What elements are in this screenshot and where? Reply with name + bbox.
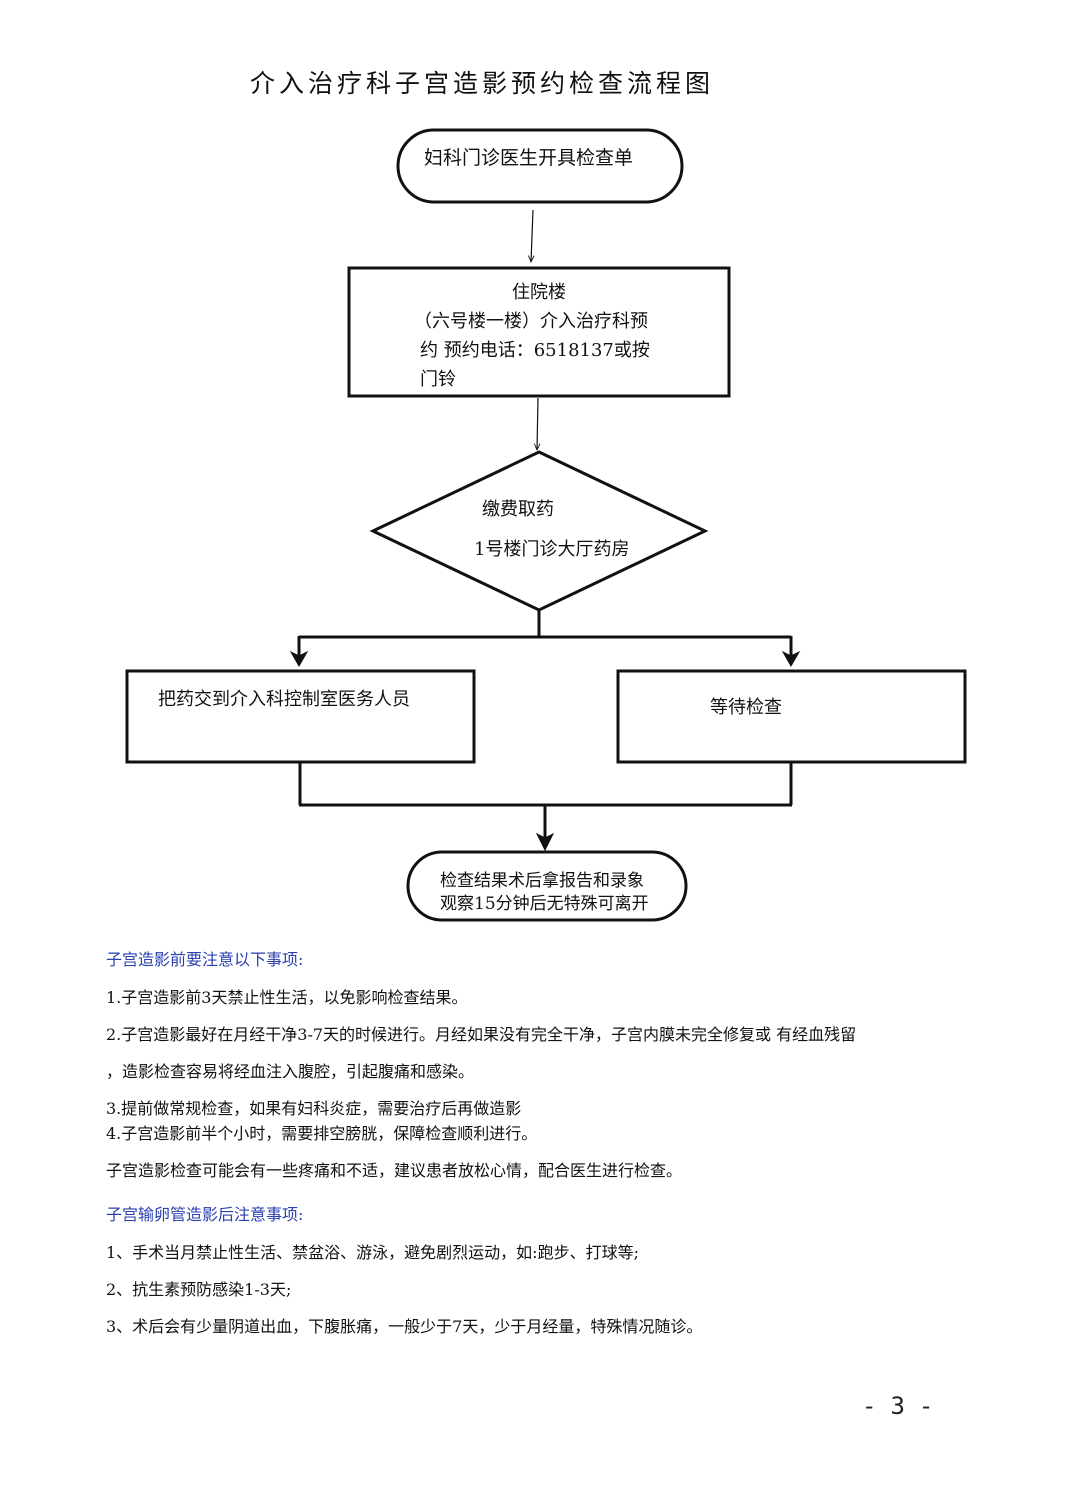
page-number: -3- — [862, 1392, 948, 1420]
arrow-step2-to-step3 — [537, 397, 538, 450]
page-title: 介入治疗科子宫造影预约检查流程图 — [250, 69, 715, 98]
before-item-1: 1.子宫造影前3天禁止性生活，以免影响检查结果。 — [106, 988, 468, 1007]
before-item-3: 3.提前做常规检查，如果有妇科炎症，需要治疗后再做造影 — [106, 1099, 522, 1118]
step2-line1: 住院楼 — [512, 282, 566, 303]
step3-line1: 缴费取药 — [482, 499, 554, 520]
before-item-4: 4.子宫造影前半个小时，需要排空膀胱，保障检查顺利进行。 — [106, 1124, 538, 1143]
step5-terminal-shape — [406, 850, 688, 922]
step2-line2: （六号楼一楼）介入治疗科预 — [414, 311, 648, 332]
arrowhead-merge — [535, 832, 555, 852]
after-item-1: 1、手术当月禁止性生活、禁盆浴、游泳，避免剧烈运动，如:跑步、打球等; — [106, 1243, 639, 1262]
step3-line2: 1号楼门诊大厅药房 — [474, 539, 630, 560]
step2-process-box — [347, 266, 731, 398]
step1-label: 妇科门诊医生开具检查单 — [424, 147, 634, 169]
arrowhead-right — [781, 650, 801, 668]
before-item-2-line1: 2.子宫造影最好在月经干净3-7天的时候进行。月经如果没有完全干净，子宫内膜未完… — [106, 1025, 857, 1044]
step4-right-box — [616, 669, 967, 764]
arrow-step1-to-step2 — [531, 209, 533, 262]
step5-line2: 观察15分钟后无特殊可离开 — [440, 894, 649, 914]
after-item-3: 3、术后会有少量阴道出血，下腹胀痛，一般少于7天，少于月经量，特殊情况随诊。 — [106, 1317, 703, 1336]
before-note: 子宫造影检查可能会有一些疼痛和不适，建议患者放松心情，配合医生进行检查。 — [106, 1161, 683, 1180]
step5-line1: 检查结果术后拿报告和录象 — [440, 871, 644, 891]
before-section-heading: 子宫造影前要注意以下事项: — [106, 950, 304, 969]
step1-terminal-shape — [396, 128, 684, 204]
step4-left-label: 把药交到介入科控制室医务人员 — [158, 689, 410, 710]
after-item-2: 2、抗生素预防感染1-3天; — [106, 1280, 292, 1299]
before-item-2-line2: ，造影检查容易将经血注入腹腔，引起腹痛和感染。 — [106, 1062, 475, 1081]
step3-decision-diamond — [369, 450, 709, 612]
arrowhead-left — [289, 650, 309, 668]
after-section-heading: 子宫输卵管造影后注意事项: — [106, 1205, 304, 1224]
step2-line3: 约 预约电话：6518137或按 — [420, 340, 650, 361]
step2-line4: 门铃 — [420, 369, 456, 390]
step4-left-box — [125, 669, 476, 764]
flowchart — [125, 128, 967, 922]
step4-right-label: 等待检查 — [710, 697, 782, 718]
